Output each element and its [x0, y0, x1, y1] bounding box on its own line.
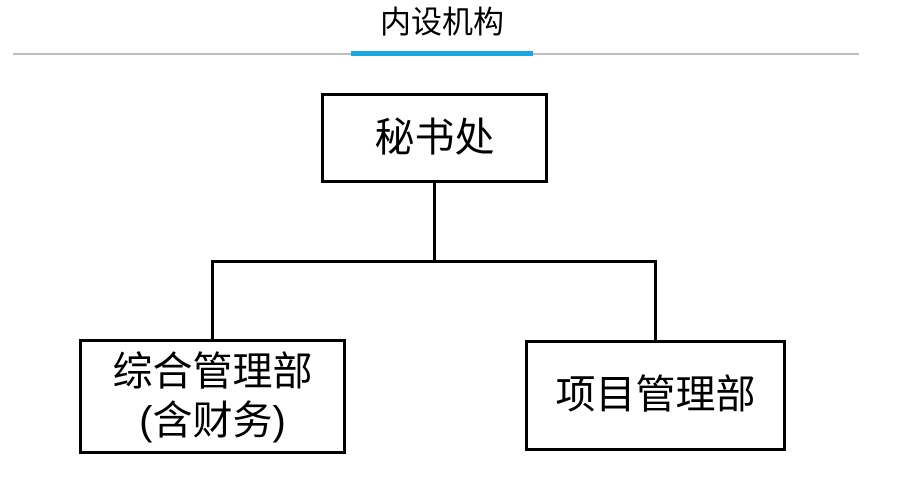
org-node-secretariat: 秘书处 — [321, 93, 548, 183]
org-node-project-management: 项目管理部 — [525, 340, 786, 451]
connector-horizontal-bar — [211, 260, 657, 263]
org-node-general-management-label: 综合管理部 — [112, 349, 313, 394]
connector-root-vertical — [433, 181, 436, 262]
org-node-general-management-sublabel: (含财务) — [139, 398, 286, 443]
connector-right-vertical — [654, 260, 657, 341]
title-underline-accent — [351, 51, 533, 56]
org-node-general-management: 综合管理部 (含财务) — [79, 339, 346, 454]
connector-left-vertical — [211, 260, 214, 340]
org-node-project-management-label: 项目管理部 — [555, 373, 756, 418]
org-node-secretariat-label: 秘书处 — [374, 115, 495, 160]
page-title: 内设机构 — [380, 5, 504, 40]
